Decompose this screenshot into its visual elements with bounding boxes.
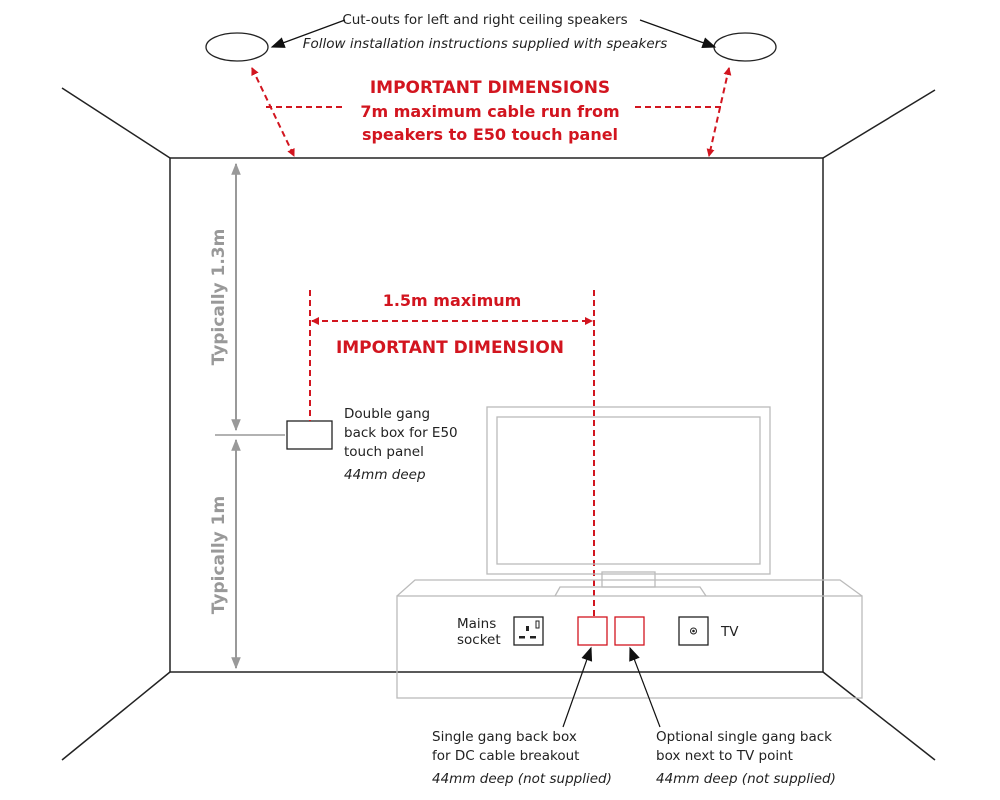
panel-distance-value: 1.5m maximum (383, 291, 522, 310)
speakers-label: Cut-outs for left and right ceiling spea… (342, 12, 627, 28)
speakers-note: Follow installation instructions supplie… (303, 36, 668, 52)
dc-back-box (577, 616, 608, 646)
dc-box-line2: for DC cable breakout (432, 748, 579, 764)
cable-run-title: IMPORTANT DIMENSIONS (370, 78, 610, 98)
mains-line2: socket (457, 632, 501, 648)
tv-and-cabinet (396, 406, 863, 699)
height-upper-label: Typically 1.3m (209, 229, 229, 366)
left-speaker-cutout (205, 32, 269, 62)
cable-run-line1: 7m maximum cable run from (360, 102, 619, 121)
back-box-line2: back box for E50 (344, 425, 458, 441)
height-lower-label: Typically 1m (209, 496, 229, 614)
dc-box-line1: Single gang back box (432, 729, 577, 745)
tv-point-label: TV (720, 624, 739, 640)
right-speaker-pointer (639, 19, 717, 49)
optional-back-box (614, 616, 645, 646)
right-speaker-cutout (713, 32, 777, 62)
optional-box-depth: 44mm deep (not supplied) (656, 771, 836, 787)
panel-distance-title: IMPORTANT DIMENSION (336, 338, 564, 358)
back-box-line1: Double gang (344, 406, 430, 422)
panel-distance-dimension (309, 290, 595, 617)
cable-run-line2: speakers to E50 touch panel (362, 125, 618, 144)
back-box-depth: 44mm deep (344, 467, 426, 483)
dc-box-pointer (562, 646, 593, 728)
mains-line1: Mains (457, 616, 496, 632)
mains-socket (513, 616, 544, 646)
back-box-line3: touch panel (344, 444, 424, 460)
optional-box-line1: Optional single gang back (656, 729, 832, 745)
optional-box-pointer (629, 646, 661, 728)
left-speaker-pointer (270, 19, 346, 48)
dc-box-depth: 44mm deep (not supplied) (432, 771, 612, 787)
height-dimension (215, 162, 285, 670)
tv-aerial-point (678, 616, 709, 646)
room-outline (61, 87, 936, 761)
double-gang-back-box (286, 420, 333, 450)
cable-run-dimension (251, 67, 732, 157)
optional-box-line2: box next to TV point (656, 748, 793, 764)
